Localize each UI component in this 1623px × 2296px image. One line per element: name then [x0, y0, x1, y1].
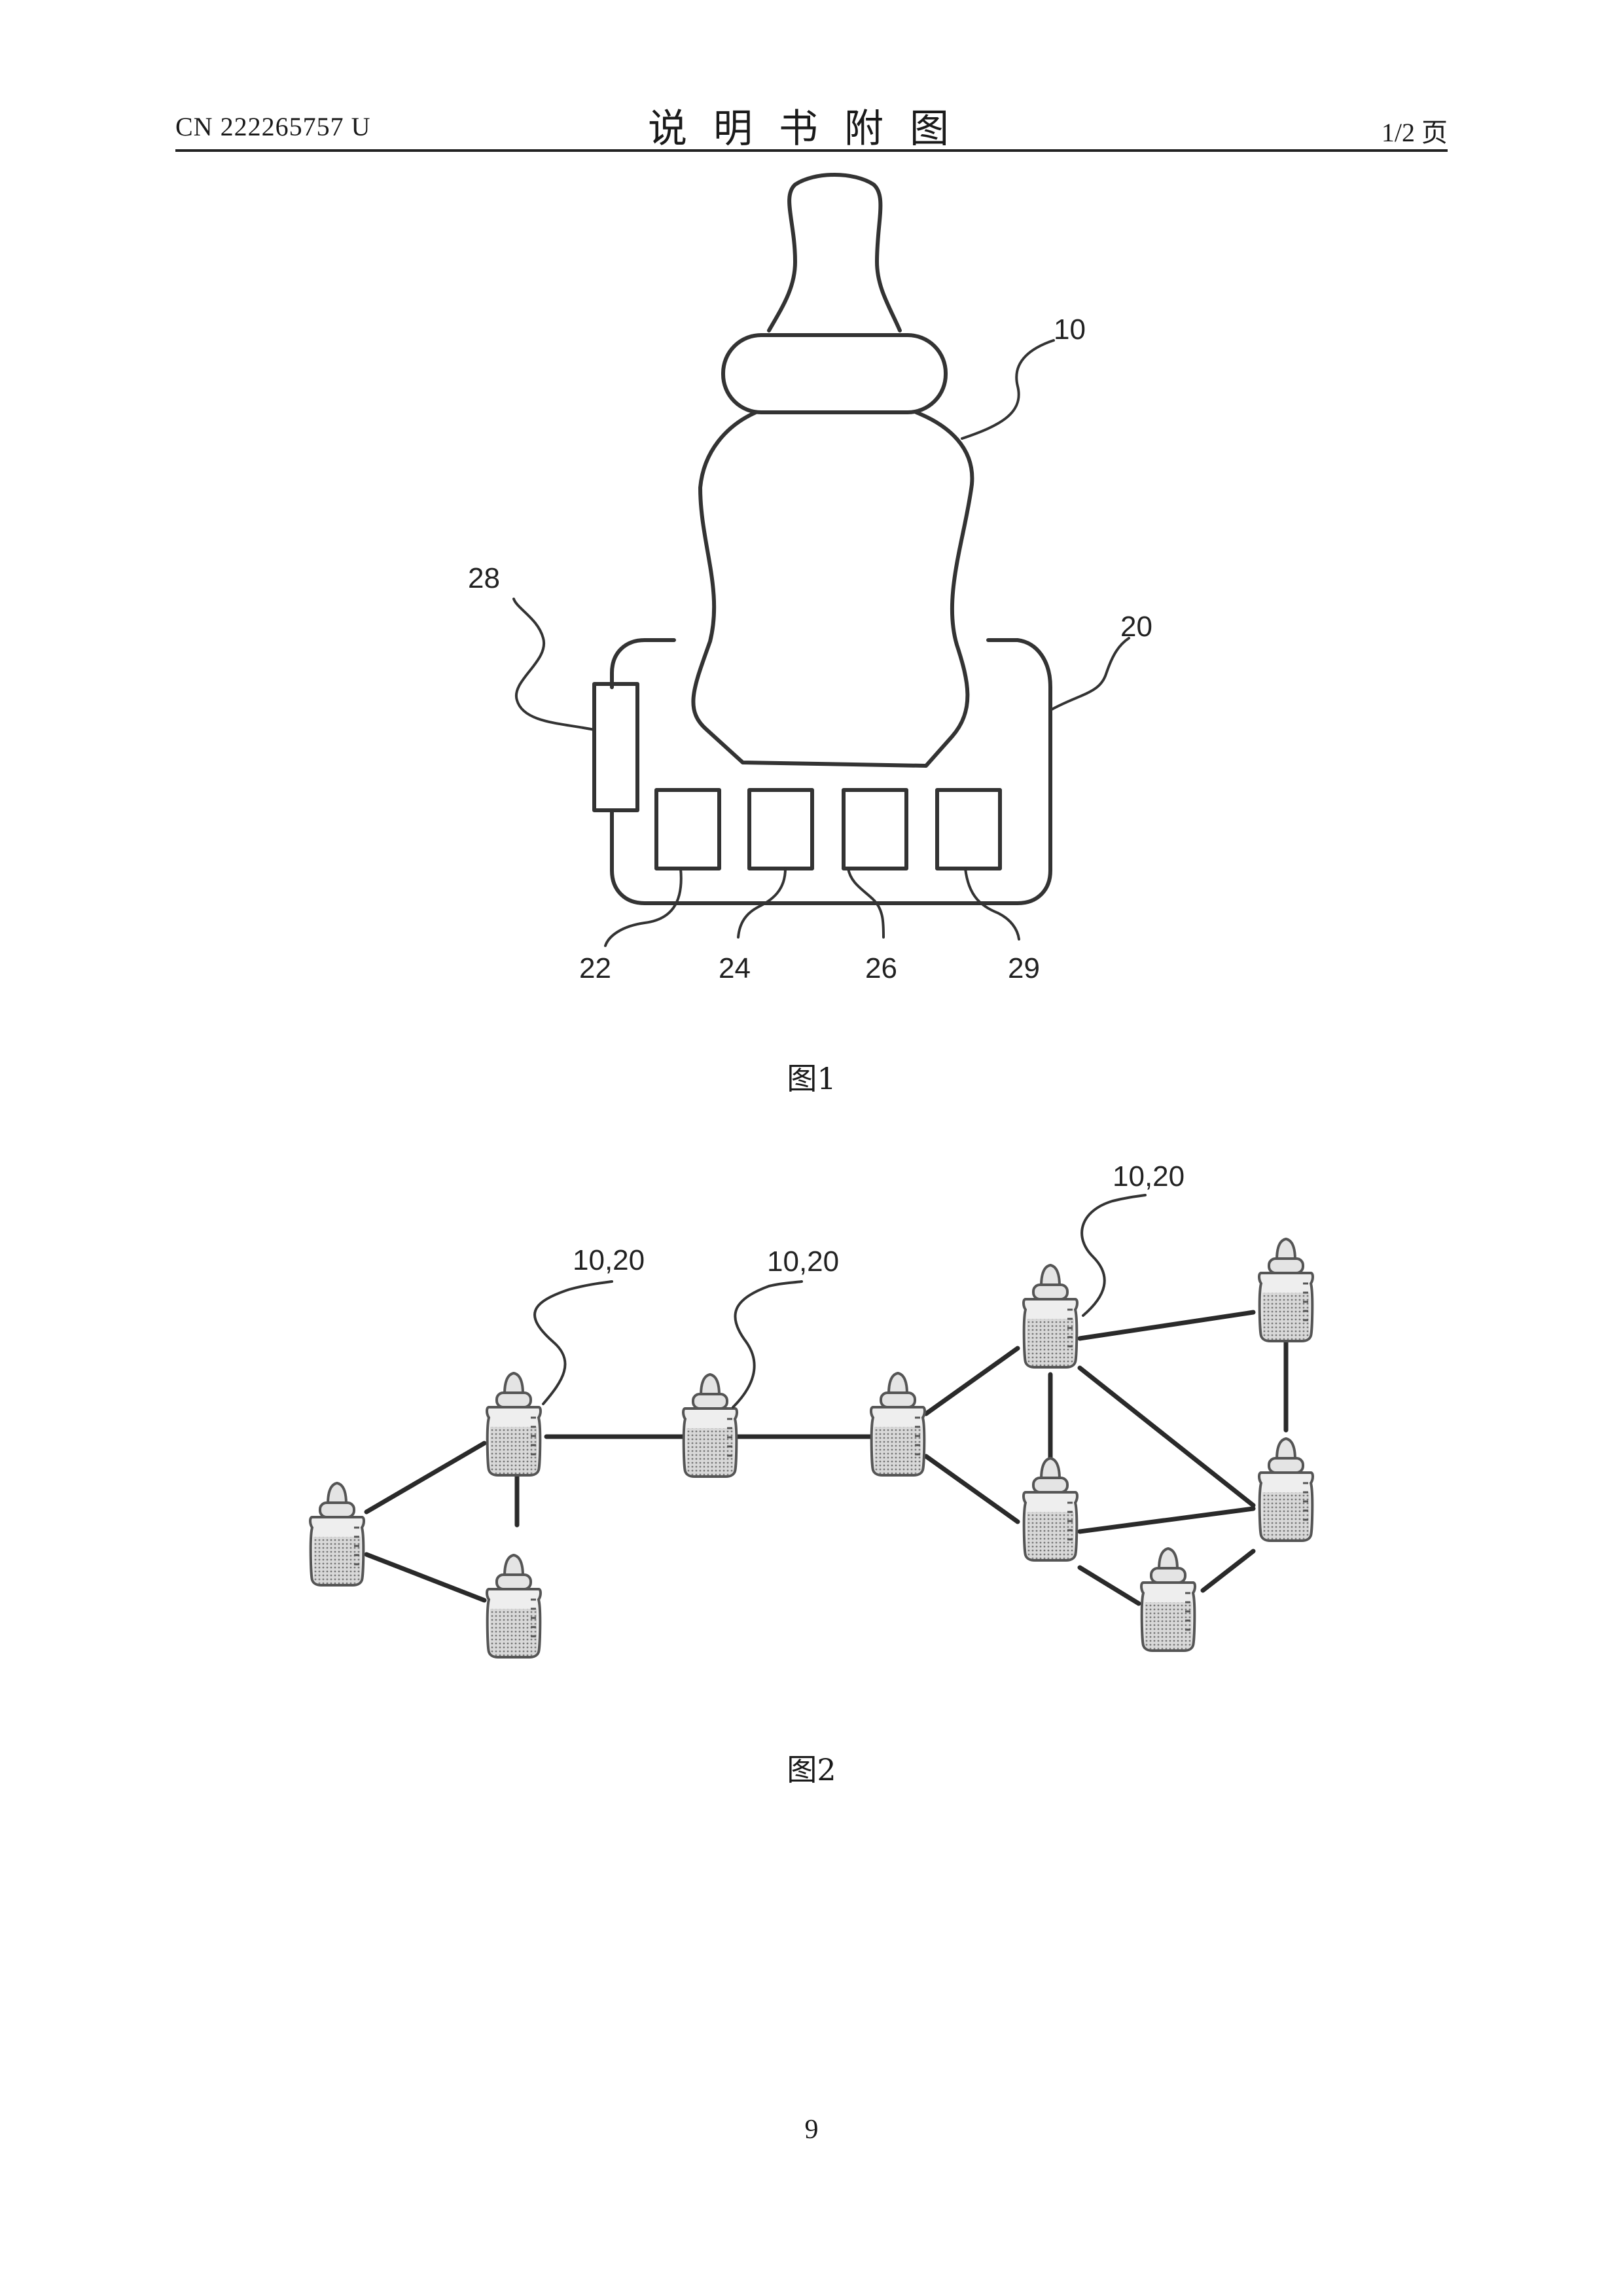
- label-26: 26: [865, 952, 897, 984]
- callout-label: 10,20: [1113, 1160, 1185, 1193]
- label-10: 10: [1054, 314, 1086, 346]
- link: [366, 1443, 484, 1512]
- bottle-node: [871, 1373, 925, 1475]
- figure-1-drawing: 10 20 28 22 24 26 29: [0, 0, 1623, 1021]
- bottle-node: [487, 1555, 541, 1657]
- link: [926, 1456, 1018, 1522]
- leader-10: [962, 340, 1054, 439]
- link: [366, 1554, 484, 1600]
- callout-label: 10,20: [573, 1244, 645, 1276]
- figure-1-caption: 图1: [0, 1055, 1623, 1098]
- leader-20: [1050, 638, 1129, 710]
- callout-leader: [1082, 1195, 1145, 1316]
- bottle-nipple: [769, 175, 900, 331]
- callout-leader: [535, 1282, 612, 1404]
- side-module: [594, 684, 637, 810]
- bottle-node: [487, 1373, 541, 1475]
- bottle-node: [1259, 1239, 1313, 1341]
- leader-28: [514, 599, 594, 730]
- bottle-node: [683, 1374, 737, 1477]
- bottle-node: [310, 1483, 364, 1585]
- leader-22: [605, 869, 681, 946]
- module-29: [937, 790, 1000, 869]
- module-24: [749, 790, 812, 869]
- module-22: [656, 790, 719, 869]
- bottle-node: [1141, 1549, 1195, 1651]
- link: [926, 1348, 1018, 1414]
- figure-2-caption: 图2: [0, 1746, 1623, 1789]
- label-28: 28: [468, 562, 500, 594]
- link: [1080, 1509, 1253, 1532]
- label-20: 20: [1120, 611, 1152, 643]
- bottle-node: [1024, 1458, 1077, 1560]
- page-number: 9: [0, 2114, 1623, 2145]
- bottle-node: [1024, 1265, 1077, 1367]
- callout-leader: [733, 1282, 802, 1407]
- label-24: 24: [719, 952, 751, 984]
- module-26: [844, 790, 906, 869]
- link: [1080, 1368, 1253, 1505]
- base-outline: [612, 640, 674, 687]
- callout-label: 10,20: [767, 1246, 839, 1278]
- figure-2-drawing: 10,20 10,20 10,20: [0, 1113, 1623, 1702]
- link: [1203, 1551, 1253, 1590]
- label-29: 29: [1008, 952, 1040, 984]
- link: [1080, 1312, 1253, 1338]
- label-22: 22: [579, 952, 611, 984]
- bottle-collar: [723, 335, 946, 412]
- bottle-node: [1259, 1439, 1313, 1541]
- link: [1080, 1568, 1139, 1604]
- bottle-body: [693, 412, 972, 766]
